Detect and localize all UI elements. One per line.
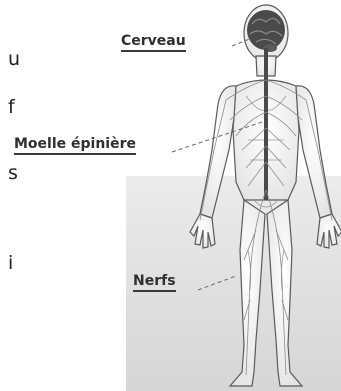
nerves-label: Nerfs [133,274,176,292]
brain-label: Cerveau [121,34,186,52]
nerves-leader-line [198,276,236,290]
spinal-cord-label: Moelle épinière [14,137,136,155]
